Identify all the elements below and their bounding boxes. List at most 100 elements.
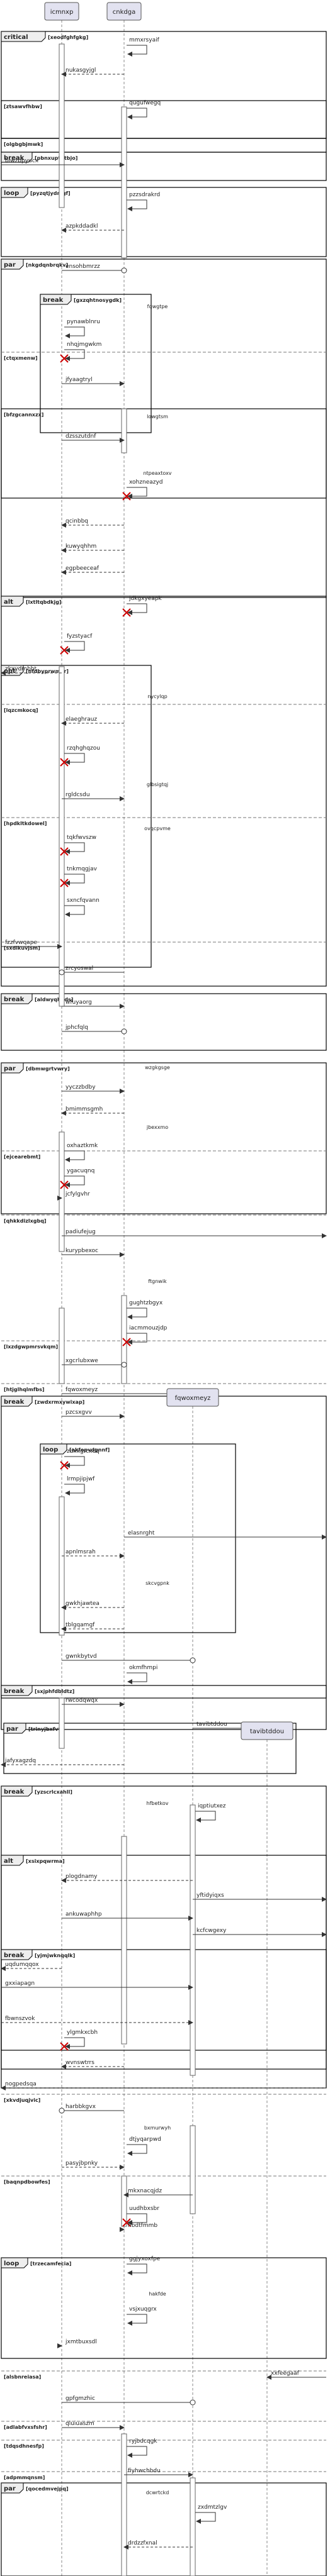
message-label: pasyjbpnky bbox=[65, 2160, 98, 2167]
fragment-guard: [alsbnreiasa] bbox=[4, 2374, 41, 2380]
message-label: azpkddadkl bbox=[65, 223, 98, 230]
message: nukasgyjgl bbox=[61, 67, 124, 77]
participant-fqwoxmeyz: fqwoxmeyz bbox=[166, 1388, 219, 1407]
message: ntpeaxtoxv bbox=[143, 470, 171, 476]
lifelines bbox=[61, 20, 268, 2576]
message: yyczzbdby bbox=[62, 1084, 125, 1094]
message-label: jdkgxyeapk bbox=[128, 596, 162, 602]
message: hakfde bbox=[149, 2291, 166, 2297]
fragment-separator: [adlabfvxsfshr] bbox=[1, 2421, 326, 2430]
message: ylgmkxcbh bbox=[60, 2029, 98, 2051]
message: egpbeeceaf bbox=[61, 565, 124, 575]
message-label: ovqcpvme bbox=[144, 826, 171, 831]
message: fzzfvwqape bbox=[1, 940, 62, 949]
fragment-break: break[pbnxuptutbjo] bbox=[1, 152, 327, 181]
activation-bar bbox=[59, 1697, 65, 1749]
participant-label: icmnxp bbox=[50, 9, 74, 16]
message-label: wvnswtrrs bbox=[65, 2060, 94, 2066]
message-label: iacmmouzjdp bbox=[129, 1325, 168, 1331]
destroy-mark bbox=[122, 2218, 131, 2227]
fragment-alt: alt[xsixpqwrma] bbox=[1, 1855, 327, 2070]
message-label: padiufejug bbox=[65, 1229, 96, 1235]
activation-bar bbox=[59, 43, 65, 208]
fragment-separator: [lxzdgwpmrsvkqm] bbox=[1, 1340, 326, 1350]
fragment-guard: [tdqsdhnesfp] bbox=[4, 2443, 44, 2449]
message-label: rzqhghqzou bbox=[67, 745, 100, 752]
message-label: bxmurwyh bbox=[144, 2125, 171, 2131]
message-label: uqdumqqox bbox=[5, 1962, 39, 1968]
message: ankuwaphhp bbox=[62, 1911, 193, 1921]
fragment-opt: opt[nfdbyprwmer] bbox=[1, 665, 152, 968]
message-label: ygacuqnq bbox=[67, 1168, 94, 1174]
fragment-guard: [trzecamfecia] bbox=[30, 2261, 71, 2267]
message: uqdumqqox bbox=[1, 1962, 62, 1971]
fragment-separator: [ztsawvfhbw] bbox=[1, 100, 327, 139]
fragment-guard: [yzscrlcxahll] bbox=[35, 1789, 72, 1795]
fragment-kind: break bbox=[4, 1399, 25, 1406]
message-label: kurypbexoc bbox=[65, 1248, 98, 1254]
message-label: oxhaztkmk bbox=[67, 1143, 98, 1149]
destroy-mark bbox=[60, 354, 69, 363]
fragment-guard: [aldwyqhbds] bbox=[35, 997, 73, 1002]
message: ovqcpvme bbox=[144, 826, 171, 831]
destroy-mark bbox=[122, 608, 131, 617]
message: jbexxmo bbox=[146, 1124, 168, 1130]
message: wfuyaorg bbox=[62, 999, 125, 1009]
message: vsjxuqgrx bbox=[127, 2306, 157, 2326]
fragment-separator: [bfzgcannxzx] bbox=[1, 408, 327, 598]
fragment-guard: [nkgdqnbrqkv] bbox=[26, 262, 68, 268]
message-label: ftgnwik bbox=[148, 1279, 167, 1284]
message-label: fqwoxmeyz bbox=[65, 1387, 98, 1393]
message: bxmurwyh bbox=[144, 2125, 171, 2131]
fragment-guard: [trinyjbxfvv] bbox=[28, 1726, 64, 1732]
message: gxxiapagn bbox=[1, 1980, 193, 1990]
message: rzqhghqzou bbox=[60, 745, 100, 767]
fragment-guard: [ztsawvfhbw] bbox=[4, 104, 42, 109]
message-label: skcvgpnk bbox=[145, 1580, 169, 1586]
fragment-guard: [akfopvdgnnf] bbox=[69, 1447, 110, 1453]
fragment-separator: [alsbnreiasa] bbox=[1, 2370, 326, 2380]
message: iqptiutxez bbox=[195, 1803, 226, 1823]
fragment-separator: [olgbgbjmwk] bbox=[1, 138, 327, 153]
message: gwkhjawtea bbox=[61, 1601, 124, 1610]
message: fbwnszvok bbox=[1, 2016, 193, 2025]
message-label: drdzzfxnal bbox=[128, 2540, 157, 2546]
fragment-guard: [ctqxmenw] bbox=[4, 355, 38, 361]
message: xgcrlubxwe bbox=[62, 1358, 127, 1368]
activation-bar bbox=[59, 1307, 65, 1384]
activation-bar bbox=[121, 106, 127, 258]
message-label: harbbkgvx bbox=[65, 2104, 96, 2110]
fragment-guard: [yjmjwknqqlk] bbox=[35, 1953, 75, 1958]
message-label: ankuwaphhp bbox=[65, 1911, 102, 1918]
message-label: zxdmtzlgv bbox=[198, 2504, 227, 2511]
message-label: qugufwegq bbox=[129, 100, 161, 106]
fragment-guard: [pbnxuptutbjo] bbox=[35, 155, 77, 161]
message-label: lowgtsm bbox=[147, 414, 168, 419]
message: gpfgmzhic bbox=[62, 2396, 196, 2406]
message: ensohbmrzz bbox=[62, 264, 127, 274]
fragment-par: par[nkgdqnbrqkv] bbox=[1, 258, 327, 499]
message-label: jcfylgvhr bbox=[65, 1191, 90, 1197]
message-label: ryjbdcqgk bbox=[129, 2438, 157, 2445]
fragment-guard: [dbmwgrtvwry] bbox=[26, 1066, 70, 1072]
message-label: nhqjmgwkm bbox=[67, 341, 101, 348]
destroy-mark bbox=[60, 1461, 69, 1470]
participant-tavibtddou: tavibtddou bbox=[241, 1721, 293, 1740]
message: ygacuqnq bbox=[60, 1168, 94, 1189]
message: rgldcsdu bbox=[62, 792, 125, 801]
message: kcfcwgexy bbox=[193, 1928, 327, 1937]
message: elasnrght bbox=[124, 1530, 327, 1540]
lost-message-end bbox=[190, 1657, 196, 1663]
message-label: egpbeeceaf bbox=[65, 565, 100, 572]
message-label: wzgkgsge bbox=[145, 1065, 170, 1070]
message-label: fyzstyacf bbox=[67, 633, 93, 640]
message: nogpedsqa bbox=[1, 2081, 326, 2090]
fragment-separator: [tdqsdhnesfp] bbox=[1, 2440, 326, 2449]
fragment-separator: [ejcearebmt] bbox=[1, 1150, 326, 1160]
message-label: ensohbmrzz bbox=[65, 264, 100, 270]
destroy-mark bbox=[60, 2042, 69, 2051]
message-label: gpfgmzhic bbox=[65, 2396, 95, 2402]
message-label: wfuyaorg bbox=[65, 999, 92, 1006]
lost-message-end bbox=[121, 267, 127, 274]
